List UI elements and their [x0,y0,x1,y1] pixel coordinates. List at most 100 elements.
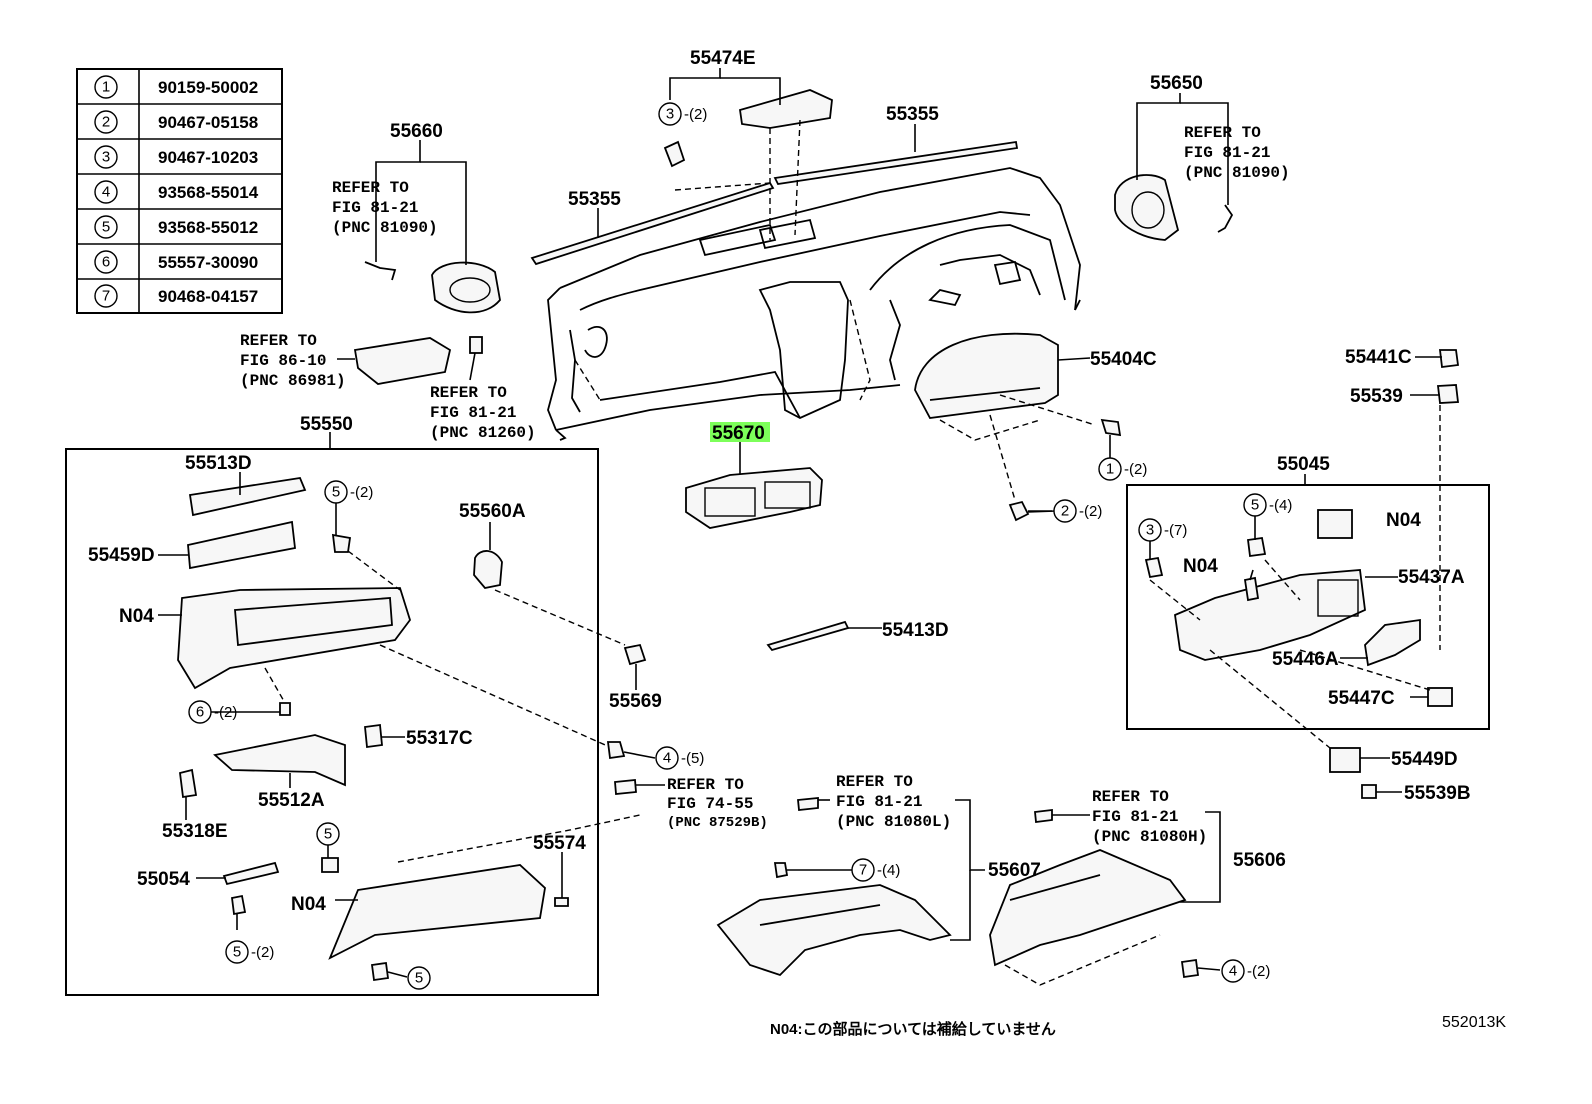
callout-number: 3 [1146,522,1154,539]
refer-line: REFER TO [1184,124,1261,142]
part-label: 55413D [882,620,949,641]
refer-note: REFER TO FIG 81-21 (PNC 81080L) [836,773,951,831]
refer-line: REFER TO [1092,788,1169,806]
callout-number: 5 [415,970,423,987]
lower-panel-drawing [614,779,1200,986]
part-label: 55318E [162,821,228,842]
part-label: 55512A [258,790,325,811]
instrument-panel-drawing [547,167,1081,441]
table-row-number: 4 [102,184,110,201]
table-part-number: 55557-30090 [158,253,258,272]
part-label: 55569 [609,691,662,712]
callout-qty: -(2) [684,106,707,123]
callout-qty: -(2) [350,484,373,501]
callout-number: 3 [666,106,674,123]
refer-line: FIG 74-55 [667,795,753,813]
callout-number: 5 [324,826,332,843]
part-label: N04 [119,606,154,627]
highlight-marker [710,422,770,442]
small-part [469,336,483,354]
strip-part [766,620,850,652]
part-label: 55459D [88,545,155,566]
table-row-number: 6 [102,254,110,271]
callout-number: 2 [1061,503,1069,520]
refer-line: FIG 81-21 [1092,808,1178,826]
callout-number: 6 [196,704,204,721]
part-label: N04 [1183,556,1218,577]
center-register-part [685,467,823,529]
clip-part [663,140,686,168]
glovebox-drawing [177,477,641,982]
refer-line: (PNC 81080L) [836,813,951,831]
part-label: 55560A [459,501,526,522]
part-label: 55441C [1345,347,1412,368]
callout-qty: -(2) [1247,963,1270,980]
refer-note: REFER TO FIG 74-55 (PNC 87529B) [667,776,768,831]
table-part-number: 93568-55014 [158,183,259,202]
refer-line: (PNC 86981) [240,372,346,390]
callout-number: 5 [233,944,241,961]
table-part-number: 93568-55012 [158,218,258,237]
damper-part [473,550,503,589]
part-label: 55404C [1090,349,1157,370]
callout-number: 4 [663,750,671,767]
wire-part [364,261,397,281]
part-label: 55550 [300,414,353,435]
table-row-number: 2 [102,114,110,131]
highlighted-part-label[interactable]: 55670 [712,423,765,444]
refer-note: REFER TO FIG 86-10 (PNC 86981) [240,332,346,390]
refer-line: FIG 81-21 [836,793,922,811]
refer-note: REFER TO FIG 81-21 (PNC 81260) [430,384,536,442]
part-label: 55449D [1391,749,1458,770]
callout-number: 1 [1106,461,1114,478]
callout-qty: -(2) [1124,461,1147,478]
refer-to-notes: REFER TO FIG 81-21 (PNC 81090) REFER TO … [240,124,1290,846]
table-part-number: 90468-04157 [158,287,258,306]
switch-panel-drawing [1144,349,1460,799]
part-label: 55054 [137,869,190,890]
table-row-number: 5 [102,219,110,236]
side-register-right [1114,174,1180,241]
refer-line: (PNC 87529B) [667,815,768,831]
clip-part [623,643,647,666]
refer-line: (PNC 81080H) [1092,828,1207,846]
refer-line: REFER TO [667,776,744,794]
part-label: 55650 [1150,73,1203,94]
part-label: 55447C [1328,688,1395,709]
refer-line: REFER TO [240,332,317,350]
table-row: 1 90159-50002 [94,75,258,99]
part-labels: 55474E 55355 55355 55650 55660 55404C 55… [88,48,1471,915]
refer-note: REFER TO FIG 81-21 (PNC 81090) [1184,124,1290,182]
part-label: 55446A [1272,649,1339,670]
callout-number: 7 [859,862,867,879]
part-label: 55355 [886,104,939,125]
part-label: 55660 [390,121,443,142]
refer-line: FIG 81-21 [332,199,418,217]
tray-part [353,337,452,385]
clip-part [1008,500,1030,522]
cluster-finish-panel [914,332,1059,419]
lower-panel-group-box [1126,484,1490,730]
refer-line: (PNC 81090) [1184,164,1290,182]
table-part-number: 90467-05158 [158,113,258,132]
part-label: 55539 [1350,386,1403,407]
leader-lines [158,68,1442,978]
refer-line: REFER TO [836,773,913,791]
refer-line: REFER TO [332,179,409,197]
refer-note: REFER TO FIG 81-21 (PNC 81090) [332,179,438,237]
table-part-number: 90159-50002 [158,78,258,97]
table-row-number: 7 [102,288,110,305]
screw-part [1100,418,1122,437]
table-row: 2 90467-05158 [94,110,258,134]
part-label: 55607 [988,860,1041,881]
part-label: 55437A [1398,567,1465,588]
callouts: 3 -(2) 1 -(2) 2 -(2) 5 -(2) 5 -(4) 3 -(7… [188,102,1292,990]
callout-qty: -(2) [214,704,237,721]
callout-qty: -(5) [681,750,704,767]
table-row: 4 93568-55014 [94,180,259,204]
refer-line: (PNC 81090) [332,219,438,237]
part-label: N04 [1386,510,1421,531]
callout-number: 5 [332,484,340,501]
refer-line: REFER TO [430,384,507,402]
